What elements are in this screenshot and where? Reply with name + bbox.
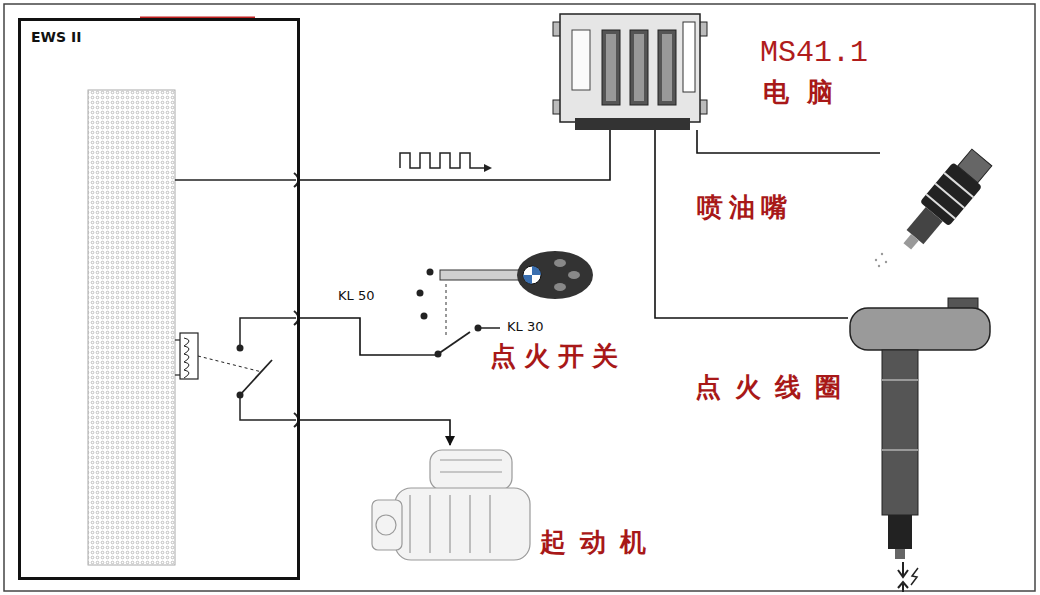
ignition-coil: 点火线圈 [848, 295, 995, 585]
wire-connector [697, 130, 880, 153]
terminal-name: KL 50 [336, 289, 376, 304]
component-sublabel: 电脑 [763, 78, 851, 108]
wire-connector [300, 420, 450, 445]
terminal-name: KL 30 [505, 320, 545, 335]
component-label: 起动机 [540, 528, 660, 558]
starter-motor: 起动机 [365, 445, 675, 575]
component-label: 点火开关 [490, 342, 626, 372]
ews-module: EWS II [18, 18, 300, 580]
wire-connector [300, 318, 400, 355]
fuel-injector: 喷油嘴 [880, 150, 995, 265]
component-label: MS41.1 [760, 36, 868, 71]
component-label: EWS II [31, 29, 81, 45]
wire-connector [300, 130, 610, 180]
engine-ecu: MS41.1 电脑 [555, 12, 905, 130]
ignition-switch: 点火开关 [400, 245, 650, 380]
component-label: 喷油嘴 [697, 193, 793, 223]
component-label: 点火线圈 [695, 373, 855, 403]
wire-connector [655, 130, 848, 318]
